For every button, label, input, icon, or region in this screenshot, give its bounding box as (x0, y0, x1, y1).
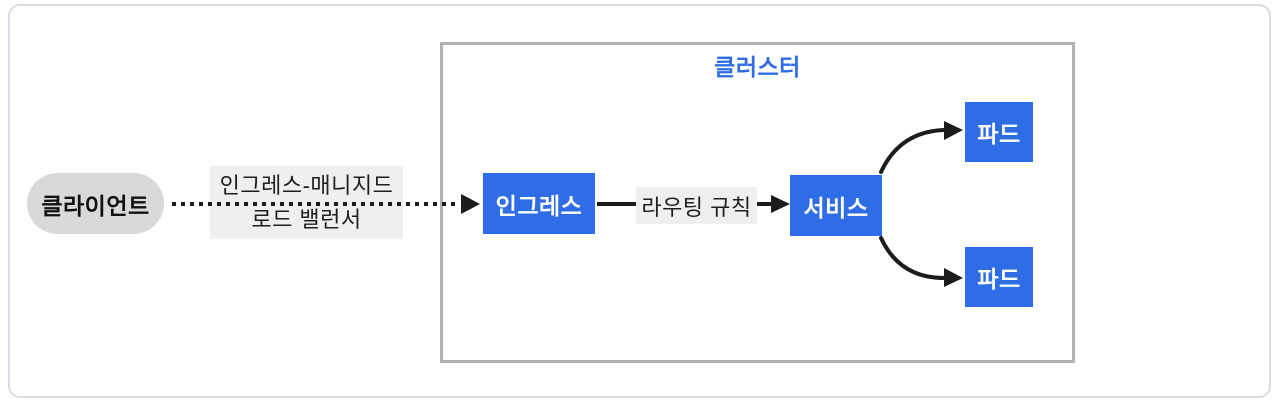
pod-node-1: 파드 (965, 102, 1033, 162)
service-node: 서비스 (790, 175, 882, 236)
load-balancer-edge-label: 인그레스-매니지드 로드 밸런서 (210, 166, 403, 239)
client-node-label: 클라이언트 (41, 192, 150, 219)
routing-rule-edge-label: 라우팅 규칙 (636, 187, 757, 224)
pod-node-1-label: 파드 (977, 121, 1021, 147)
ingress-node-label: 인그레스 (495, 192, 583, 219)
ingress-node: 인그레스 (483, 173, 595, 234)
load-balancer-edge-label-line2: 로드 밸런서 (251, 206, 362, 232)
pod-node-2: 파드 (965, 247, 1033, 307)
pod-node-2-label: 파드 (977, 266, 1021, 292)
client-node: 클라이언트 (27, 173, 164, 234)
service-node-label: 서비스 (803, 194, 869, 221)
outer-frame (8, 4, 1271, 398)
cluster-title: 클러스터 (714, 54, 801, 80)
routing-rule-edge-label-text: 라우팅 규칙 (641, 194, 752, 220)
load-balancer-edge-label-line1: 인그레스-매니지드 (219, 172, 394, 198)
